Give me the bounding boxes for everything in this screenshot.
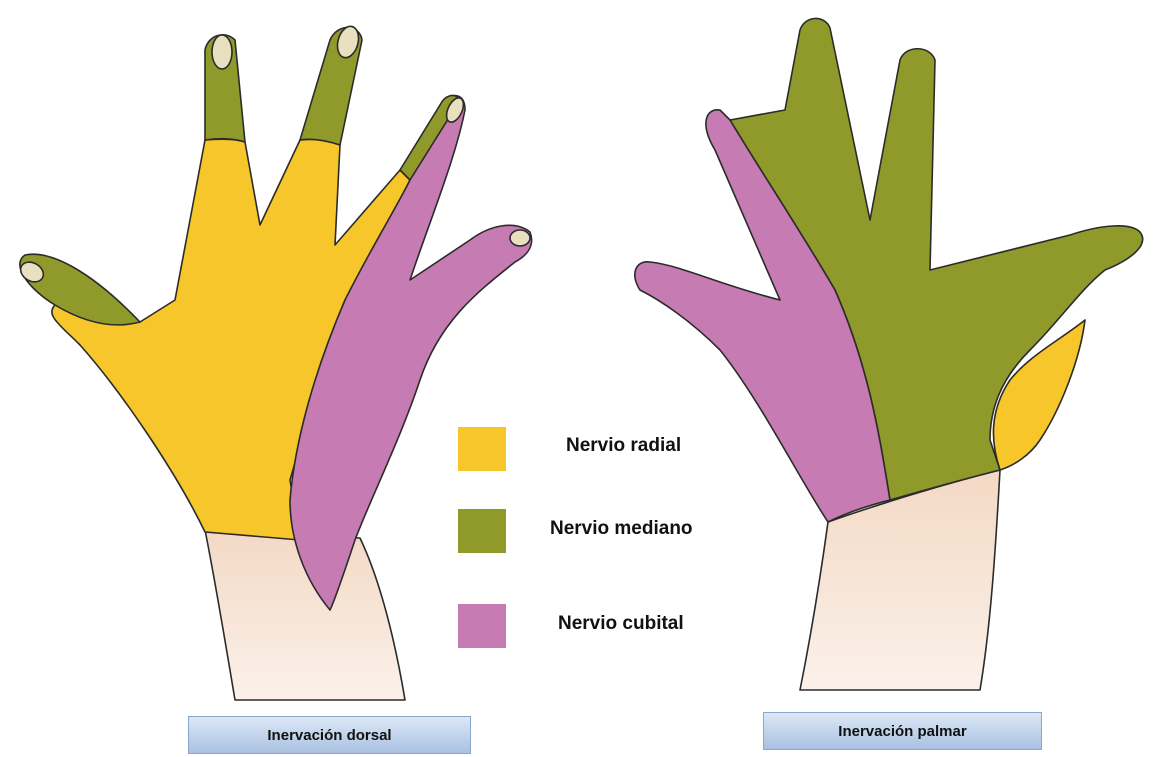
- legend-swatch-ulnar: [458, 604, 506, 648]
- palmar-hand: [635, 18, 1143, 690]
- dorsal-hand: [17, 24, 532, 700]
- legend-swatch-median: [458, 509, 506, 553]
- caption-dorsal: Inervación dorsal: [188, 716, 471, 754]
- legend-label-radial: Nervio radial: [566, 435, 681, 457]
- caption-palmar: Inervación palmar: [763, 712, 1042, 750]
- legend-label-median: Nervio mediano: [550, 518, 693, 540]
- legend-swatch-radial: [458, 427, 506, 471]
- legend-label-ulnar: Nervio cubital: [558, 613, 684, 635]
